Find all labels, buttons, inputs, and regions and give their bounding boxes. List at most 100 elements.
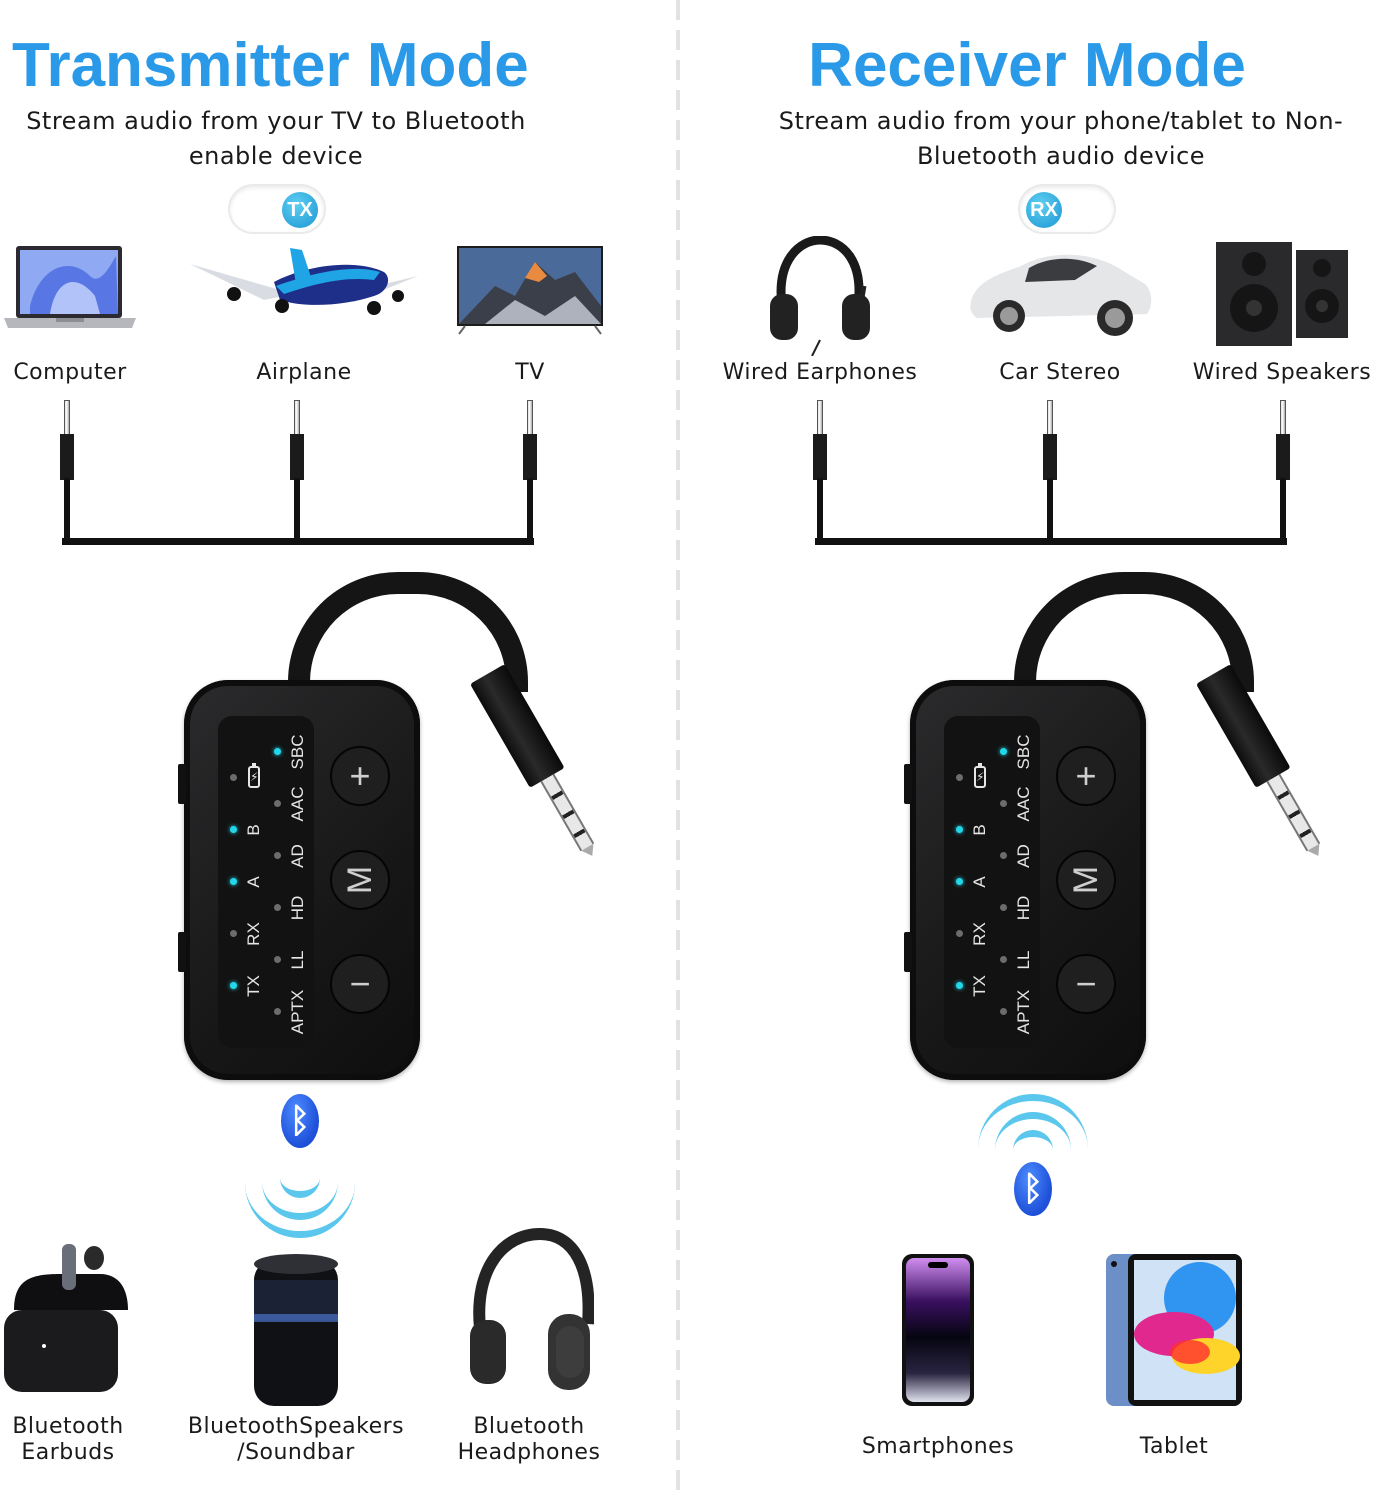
- source-label: TV: [515, 360, 545, 385]
- source-computer: Computer: [0, 236, 140, 396]
- led-tx: [956, 982, 963, 989]
- receiver-subtitle: Stream audio from your phone/tablet to N…: [674, 104, 1374, 174]
- tx-mode-toggle[interactable]: TX: [230, 186, 324, 232]
- target-tablet: Tablet: [1084, 1252, 1264, 1472]
- led-ll: [1000, 956, 1007, 963]
- battery-icon: ⚡: [248, 763, 260, 788]
- led-aac: [274, 800, 281, 807]
- source-label: Car Stereo: [999, 360, 1121, 385]
- mode-button[interactable]: M: [330, 850, 390, 910]
- source-label: Wired Earphones: [722, 360, 918, 385]
- led-label: RX: [970, 922, 989, 946]
- led-label: B: [970, 824, 989, 836]
- source-tv: TV: [454, 236, 606, 396]
- subtitle-line-2: enable device: [188, 142, 364, 170]
- source-car-stereo: Car Stereo: [960, 236, 1160, 396]
- wireless-waves-icon: [973, 1094, 1093, 1164]
- side-button[interactable]: [178, 932, 186, 972]
- earbuds-icon: [4, 1244, 128, 1392]
- source-wired-speakers: Wired Speakers: [1190, 236, 1374, 396]
- led-label: LL: [288, 950, 307, 970]
- rx-mode-toggle[interactable]: RX: [1020, 186, 1114, 232]
- target-label-line2: Headphones: [457, 1440, 601, 1465]
- led-label: APTX: [288, 989, 307, 1035]
- target-label-line1: Bluetooth: [12, 1414, 124, 1439]
- led-rx: [230, 930, 237, 937]
- led-battery: [956, 774, 963, 781]
- cable: [527, 478, 533, 544]
- cable: [1047, 478, 1053, 544]
- target-label: Tablet: [1139, 1434, 1209, 1459]
- headphones-icon: [470, 1228, 594, 1390]
- mode-button[interactable]: M: [1056, 850, 1116, 910]
- led-ad: [1000, 852, 1007, 859]
- source-wired-earphones: Wired Earphones: [720, 236, 920, 396]
- target-smartphone: Smartphones: [850, 1252, 1026, 1472]
- led-label: RX: [244, 922, 263, 946]
- speaker-icon: [254, 1254, 338, 1406]
- side-button[interactable]: [178, 764, 186, 804]
- bookshelf-speakers-icon: [1216, 242, 1348, 346]
- bluetooth-icon: ᛒ: [1014, 1162, 1052, 1216]
- section-divider: [676, 0, 680, 1500]
- led-a: [230, 878, 237, 885]
- subtitle-line-1: Stream audio from your TV to Bluetooth: [26, 107, 526, 135]
- target-speaker: BluetoothSpeakers /Soundbar: [186, 1240, 406, 1470]
- led-label: SBC: [288, 734, 307, 770]
- transmitter-subtitle: Stream audio from your TV to Bluetooth e…: [0, 104, 552, 174]
- source-airplane: Airplane: [156, 236, 452, 396]
- bluetooth-adapter-device: ⚡ B A RX TX SBC AAC AD HD LL APTX + M −: [178, 680, 420, 1080]
- subtitle-line-2: Bluetooth audio device: [916, 142, 1206, 170]
- source-label: Wired Speakers: [1192, 360, 1372, 385]
- led-ad: [274, 852, 281, 859]
- target-label-line1: BluetoothSpeakers: [187, 1414, 405, 1439]
- led-battery: [230, 774, 237, 781]
- led-indicator-panel: ⚡ B A RX TX SBC AAC AD HD LL APTX: [218, 716, 314, 1048]
- led-label: SBC: [1014, 734, 1033, 770]
- side-button[interactable]: [904, 932, 912, 972]
- led-label: TX: [970, 975, 989, 997]
- target-label-line2: Earbuds: [21, 1440, 115, 1465]
- target-label: Smartphones: [861, 1434, 1015, 1459]
- volume-down-button[interactable]: −: [330, 954, 390, 1014]
- target-label-line2: /Soundbar: [237, 1440, 355, 1465]
- led-b: [230, 826, 237, 833]
- tv-icon: [457, 246, 603, 335]
- led-aac: [1000, 800, 1007, 807]
- led-hd: [1000, 904, 1007, 911]
- volume-down-button[interactable]: −: [1056, 954, 1116, 1014]
- led-label: APTX: [1014, 989, 1033, 1035]
- battery-icon: ⚡: [974, 763, 986, 788]
- led-label: A: [970, 876, 989, 888]
- wireless-waves-icon: [240, 1150, 360, 1238]
- led-a: [956, 878, 963, 885]
- transmitter-mode-panel: Transmitter Mode Stream audio from your …: [0, 0, 678, 1500]
- led-b: [956, 826, 963, 833]
- led-indicator-panel: ⚡ B A RX TX SBC AAC AD HD LL APTX: [944, 716, 1040, 1048]
- led-label: A: [244, 876, 263, 888]
- led-label: HD: [1014, 895, 1033, 921]
- source-label: Computer: [13, 360, 127, 385]
- led-rx: [956, 930, 963, 937]
- led-label: AAC: [1014, 786, 1033, 822]
- target-earbuds: Bluetooth Earbuds: [0, 1240, 136, 1470]
- mode-button-label: M: [340, 865, 379, 895]
- cable: [64, 478, 70, 544]
- volume-up-button[interactable]: +: [330, 746, 390, 806]
- led-aptx: [1000, 1008, 1007, 1015]
- receiver-mode-panel: Receiver Mode Stream audio from your pho…: [680, 0, 1374, 1500]
- led-label: HD: [288, 895, 307, 921]
- bluetooth-adapter-device: ⚡ B A RX TX SBC AAC AD HD LL APTX + M −: [904, 680, 1146, 1080]
- led-sbc: [274, 748, 281, 755]
- led-label: AD: [1014, 844, 1033, 868]
- transmitter-title: Transmitter Mode: [12, 31, 529, 100]
- volume-up-button[interactable]: +: [1056, 746, 1116, 806]
- subtitle-line-1: Stream audio from your phone/tablet to N…: [778, 107, 1344, 135]
- smartphone-icon: [902, 1254, 974, 1406]
- target-label-line1: Bluetooth: [473, 1414, 585, 1439]
- target-headphones: Bluetooth Headphones: [456, 1228, 602, 1470]
- led-ll: [274, 956, 281, 963]
- side-button[interactable]: [904, 764, 912, 804]
- led-aptx: [274, 1008, 281, 1015]
- led-sbc: [1000, 748, 1007, 755]
